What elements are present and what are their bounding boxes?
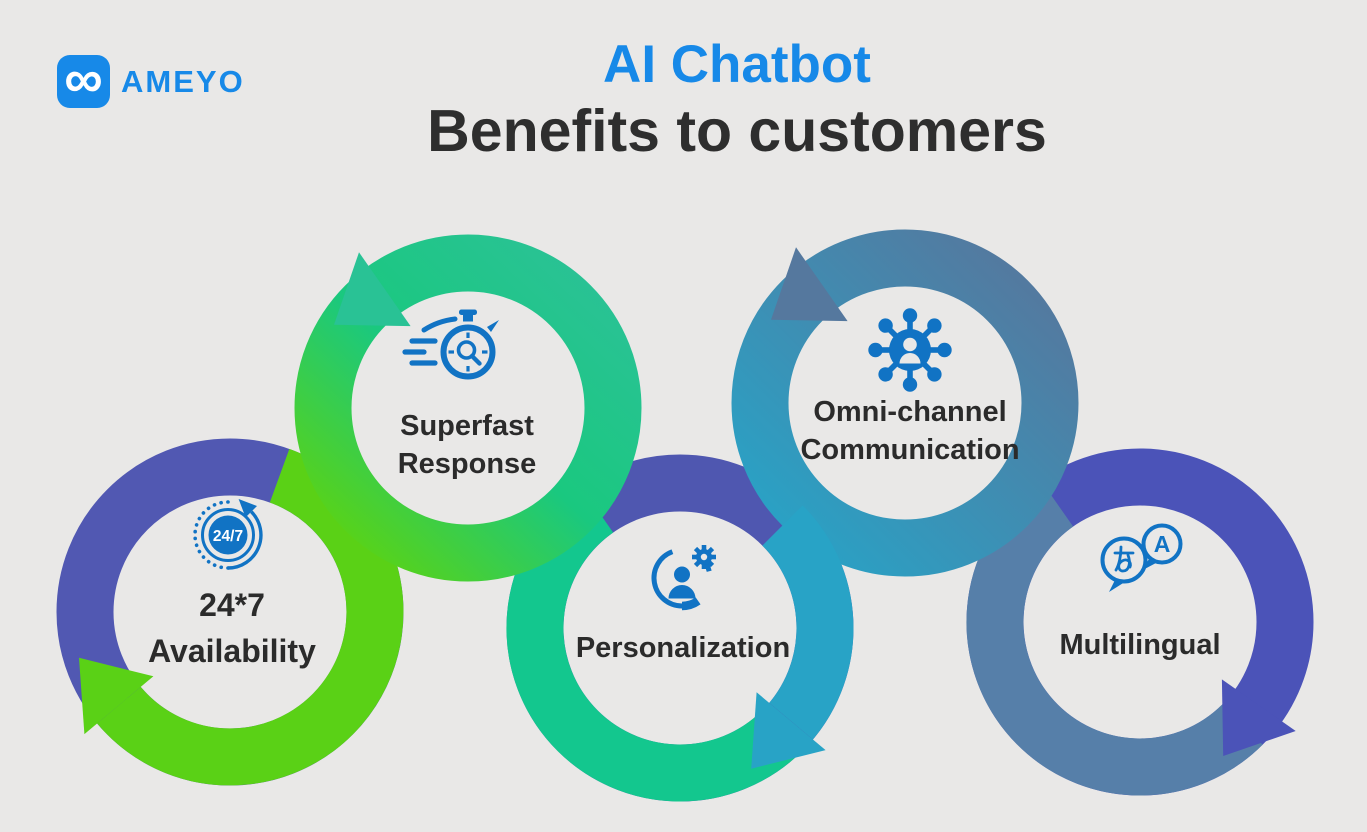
label-personalization: Personalization xyxy=(575,632,791,664)
arrowhead-indigo-icon xyxy=(1221,679,1296,756)
hiragana-a-glyph xyxy=(1113,545,1135,573)
user-body xyxy=(668,585,696,599)
network-hub-icon xyxy=(868,308,952,392)
user-head xyxy=(903,337,917,352)
latin-a-text: A xyxy=(1154,531,1171,557)
magnifier-icon xyxy=(456,340,477,360)
emerald-arrow-arc xyxy=(506,485,803,802)
label-superfast-response: Superfast Response xyxy=(397,410,537,480)
brand-name: AMEYO xyxy=(121,63,245,99)
24-7-availability-clock-icon: 24/7 xyxy=(193,499,263,570)
label-omni-channel: Omni-channel Communication xyxy=(800,396,1020,466)
steel-arrow-arc xyxy=(966,479,1263,796)
label-availability: 24*7 Availability xyxy=(148,587,316,669)
arrowhead-cyan-icon xyxy=(751,692,826,769)
arrowhead-green-icon xyxy=(79,657,154,735)
arrowhead-steel-icon xyxy=(771,247,848,322)
translation-bubbles-icon: A xyxy=(1100,523,1183,592)
user-head xyxy=(674,566,690,583)
ameyo-logo: ∞ AMEYO xyxy=(57,48,245,109)
badge-24-7-text: 24/7 xyxy=(213,528,243,545)
ring-superfast-response xyxy=(294,234,642,582)
arrowhead-teal-icon xyxy=(334,252,411,327)
ring-omni-channel xyxy=(731,229,1079,577)
infinity-icon: ∞ xyxy=(57,48,110,109)
title-line-1: AI Chatbot xyxy=(603,35,871,94)
infinity-glyph: ∞ xyxy=(64,48,103,109)
cyan-arrow-arc xyxy=(761,505,854,740)
title-line-2: Benefits to customers xyxy=(427,98,1047,164)
gear-icon xyxy=(692,545,716,569)
label-multilingual: Multilingual xyxy=(1059,629,1221,661)
stopwatch-icon xyxy=(402,309,499,380)
user-gear-icon xyxy=(651,545,716,611)
page-title: AI Chatbot Benefits to customers xyxy=(107,34,1367,164)
user-body xyxy=(899,353,921,364)
